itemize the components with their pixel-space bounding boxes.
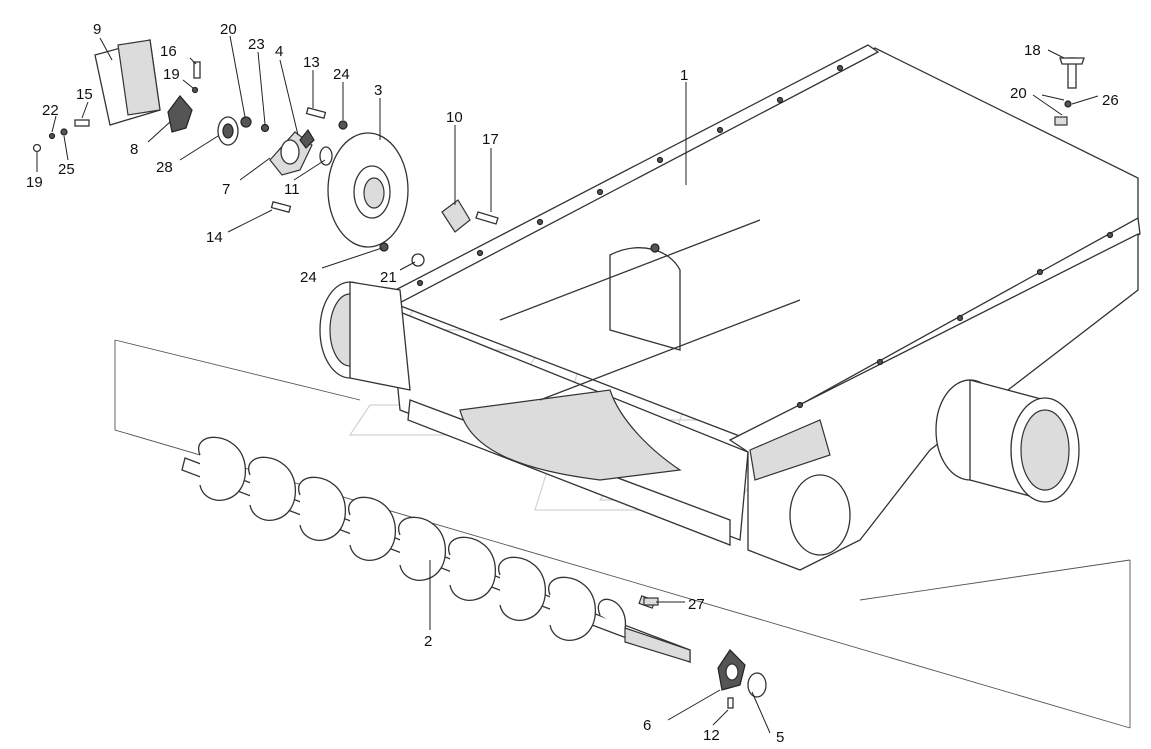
callout-9: 9 — [93, 21, 101, 38]
callout-15: 15 — [76, 86, 93, 103]
callout-2: 2 — [424, 633, 432, 650]
callout-26: 26 — [1102, 92, 1119, 109]
callout-1: 1 — [680, 67, 688, 84]
top-bolt-assembly — [1054, 57, 1085, 126]
callout-18: 18 — [1024, 42, 1041, 59]
callout-19-guard: 19 — [163, 66, 180, 83]
auger-screw — [181, 436, 691, 663]
callout-23: 23 — [248, 36, 265, 53]
sprocket-guard-assembly — [32, 39, 201, 153]
drive-end-assembly — [643, 597, 767, 709]
callout-11: 11 — [284, 181, 300, 198]
callout-20-top: 20 — [1010, 85, 1027, 102]
callout-24-bottom: 24 — [300, 269, 317, 286]
auger-housing — [319, 44, 1141, 571]
rail-bolt-holes — [416, 64, 1114, 409]
callout-14: 14 — [206, 229, 223, 246]
callout-12: 12 — [703, 727, 720, 744]
callout-22: 22 — [42, 102, 59, 119]
callout-28: 28 — [156, 159, 173, 176]
callout-24-top: 24 — [333, 66, 350, 83]
callout-8: 8 — [130, 141, 138, 158]
callout-17: 17 — [482, 131, 499, 148]
leader-lines — [36, 35, 1099, 734]
callout-4: 4 — [275, 43, 283, 60]
bearing-assembly — [217, 106, 499, 267]
callout-16: 16 — [160, 43, 177, 60]
callout-3: 3 — [374, 82, 382, 99]
callout-13: 13 — [303, 54, 320, 71]
callout-6: 6 — [643, 717, 651, 734]
callout-7: 7 — [222, 181, 230, 198]
callout-5: 5 — [776, 729, 784, 746]
callout-25: 25 — [58, 161, 75, 178]
callout-19-left: 19 — [26, 174, 43, 191]
callout-10: 10 — [446, 109, 463, 126]
callout-21: 21 — [380, 269, 397, 286]
callout-20-bearing: 20 — [220, 21, 237, 38]
callout-labels: 1 2 3 4 5 6 7 8 9 10 11 12 13 14 15 16 1… — [26, 21, 1119, 746]
callout-27: 27 — [688, 596, 705, 613]
